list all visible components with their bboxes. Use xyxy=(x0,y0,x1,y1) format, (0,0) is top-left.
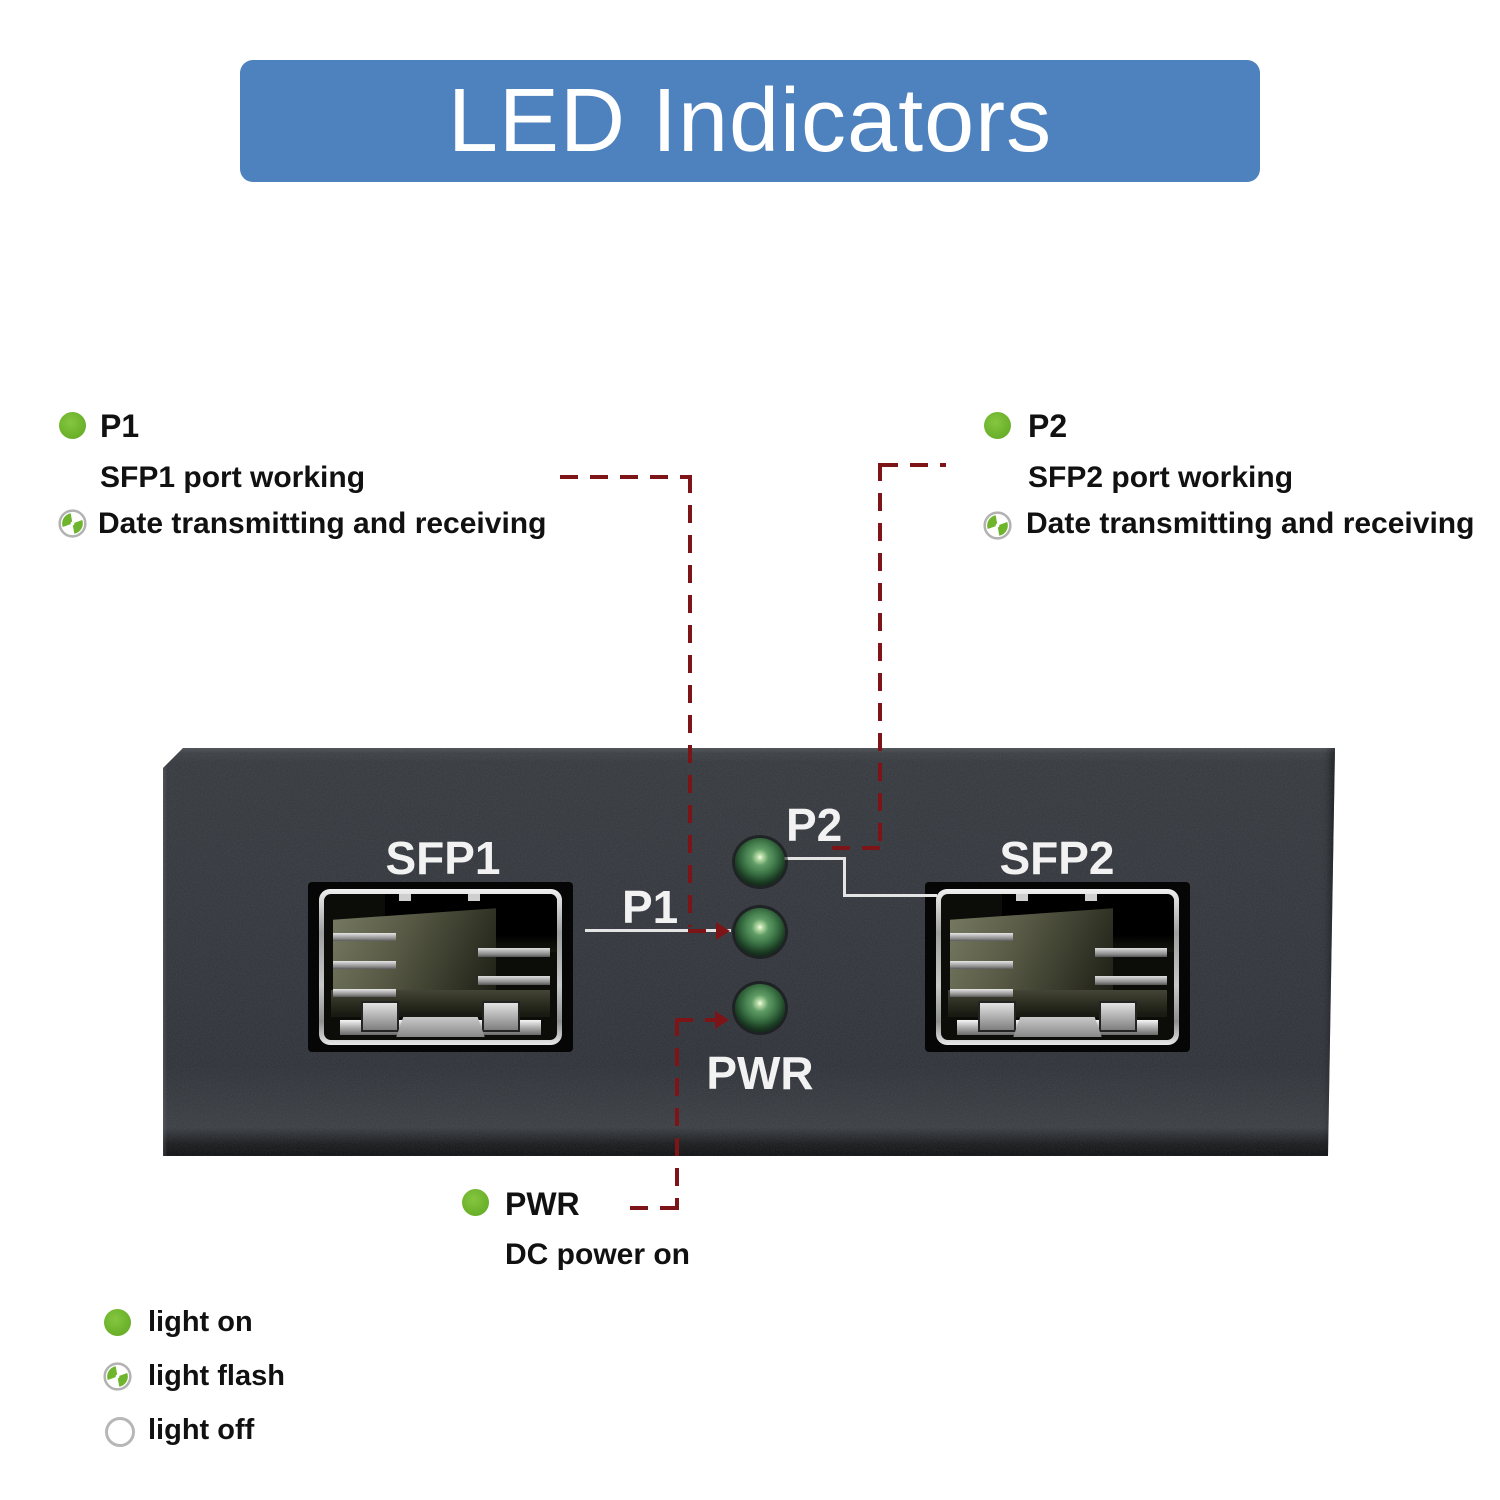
annotation-pwr-on-desc: DC power on xyxy=(505,1238,690,1271)
sfp-cage-frame xyxy=(936,889,1179,1045)
annotation-p2-flash-desc: Date transmitting and receiving xyxy=(1026,507,1475,540)
pwr-callout-dash xyxy=(675,1018,679,1210)
light-off-icon xyxy=(105,1417,135,1447)
annotation-p2-label: P2 xyxy=(1028,408,1068,444)
cage-detail xyxy=(1085,894,1098,901)
light-on-icon xyxy=(104,1309,131,1336)
cage-clip xyxy=(1098,1001,1137,1032)
pwr-callout-dash xyxy=(630,1206,678,1210)
sfp-cage-frame xyxy=(319,889,562,1045)
light-on-icon xyxy=(59,412,86,439)
cage-clip xyxy=(481,1001,520,1032)
annotation-p1-on-desc: SFP1 port working xyxy=(100,461,366,494)
p1-callout-dash xyxy=(688,475,692,927)
sfp-cage-interior xyxy=(941,894,1174,1040)
sfp2-port-label: SFP2 xyxy=(999,832,1115,884)
led-p1 xyxy=(735,908,785,956)
led-p2 xyxy=(735,838,785,886)
cage-contact xyxy=(477,975,551,985)
cage-contact xyxy=(477,948,551,958)
cage-detail xyxy=(1015,894,1028,901)
cage-contact xyxy=(333,933,397,942)
cage-detail xyxy=(468,894,481,901)
p1-callout-dash xyxy=(560,475,692,479)
legend-light-on-label: light on xyxy=(148,1306,253,1338)
p1-callout-dash xyxy=(688,929,716,933)
annotation-p1-label: P1 xyxy=(100,408,140,444)
p2-pointer-line xyxy=(843,857,846,897)
led-pwr-label: PWR xyxy=(706,1047,814,1099)
cage-contact xyxy=(950,988,1014,997)
sfp2-port xyxy=(925,882,1190,1052)
cage-contact xyxy=(333,961,397,970)
p1-callout-arrow xyxy=(716,922,730,940)
p2-pointer-line xyxy=(783,857,846,860)
cage-clip xyxy=(361,1001,400,1032)
light-on-icon xyxy=(984,412,1011,439)
p2-callout-dash xyxy=(832,846,880,850)
cage-latch-plate xyxy=(1013,1017,1102,1037)
sfp1-port-label: SFP1 xyxy=(385,832,501,884)
annotation-p1-flash-desc: Date transmitting and receiving xyxy=(98,507,547,540)
legend-light-off-label: light off xyxy=(148,1414,255,1446)
cage-contact xyxy=(333,988,397,997)
pwr-callout-arrow xyxy=(715,1011,729,1029)
light-flash-icon xyxy=(103,1362,132,1391)
led-p1-label: P1 xyxy=(622,881,679,933)
light-flash-icon xyxy=(58,509,87,538)
legend-light-flash-label: light flash xyxy=(148,1360,285,1392)
cage-latch-plate xyxy=(396,1017,485,1037)
p2-callout-dash xyxy=(880,463,946,467)
led-p2-label: P2 xyxy=(786,799,843,851)
sfp-cage-interior xyxy=(324,894,557,1040)
sfp1-port xyxy=(308,882,573,1052)
led-pwr xyxy=(735,984,785,1032)
cage-contact xyxy=(950,961,1014,970)
light-on-icon xyxy=(462,1189,489,1216)
annotation-p2-on-desc: SFP2 port working xyxy=(1028,461,1294,494)
light-flash-icon xyxy=(983,511,1012,540)
header-banner: LED Indicators xyxy=(240,60,1260,182)
cage-detail xyxy=(398,894,411,901)
p2-pointer-line xyxy=(843,894,937,897)
pwr-callout-dash xyxy=(675,1018,715,1022)
cage-clip xyxy=(978,1001,1017,1032)
annotation-pwr-label: PWR xyxy=(505,1186,580,1222)
p1-pointer-line xyxy=(585,929,731,932)
page-title: LED Indicators xyxy=(447,70,1053,171)
p2-callout-dash xyxy=(878,463,882,850)
cage-contact xyxy=(1094,975,1168,985)
cage-contact xyxy=(950,933,1014,942)
cage-contact xyxy=(1094,948,1168,958)
